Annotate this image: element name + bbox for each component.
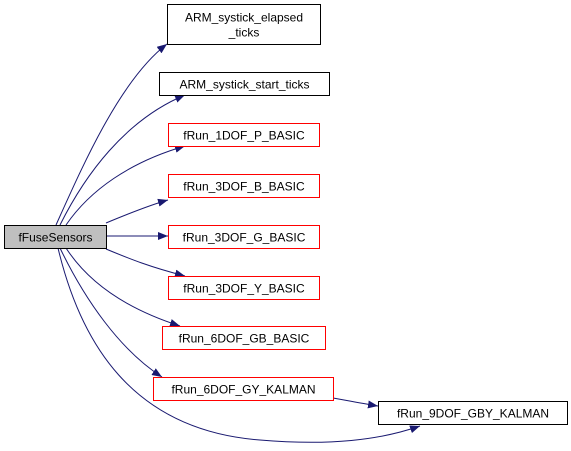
node-label: fRun_1DOF_P_BASIC (183, 129, 305, 143)
edge-fFuseSensors-to-ARM_systick_start_ticks (59, 94, 186, 226)
edge-fFuseSensors-to-fRun_6DOF_GY_KALMAN (59, 247, 163, 378)
node-label: fRun_9DOF_GBY_KALMAN (397, 407, 549, 421)
edge-fFuseSensors-to-fRun_3DOF_Y_BASIC (105, 248, 186, 278)
node-label: _ticks (228, 26, 260, 40)
node-fRun_3DOF_G_BASIC[interactable]: fRun_3DOF_G_BASIC (168, 225, 320, 249)
node-ARM_systick_elapsed_ticks[interactable]: ARM_systick_elapsed_ticks (167, 4, 321, 45)
node-box (153, 377, 334, 401)
node-box (168, 123, 320, 147)
node-box (168, 225, 320, 249)
edge-fFuseSensors-to-fRun_9DOF_GBY_KALMAN (57, 247, 421, 443)
node-ARM_systick_start_ticks[interactable]: ARM_systick_start_ticks (159, 72, 330, 96)
node-label: ARM_systick_elapsed (185, 11, 303, 25)
edge-fFuseSensors-to-fRun_1DOF_P_BASIC (65, 144, 186, 226)
node-fRun_6DOF_GB_BASIC[interactable]: fRun_6DOF_GB_BASIC (162, 326, 326, 350)
node-box (4, 225, 107, 249)
node-label: fRun_3DOF_G_BASIC (183, 231, 306, 245)
nodes-layer: fFuseSensorsARM_systick_elapsed_ticksARM… (4, 4, 568, 425)
node-fRun_9DOF_GBY_KALMAN[interactable]: fRun_9DOF_GBY_KALMAN (378, 401, 568, 425)
node-fRun_3DOF_B_BASIC[interactable]: fRun_3DOF_B_BASIC (168, 174, 320, 198)
node-fFuseSensors: fFuseSensors (4, 225, 107, 249)
node-label: fRun_3DOF_B_BASIC (183, 180, 305, 194)
node-box (378, 401, 568, 425)
node-label: fRun_6DOF_GY_KALMAN (171, 383, 315, 397)
node-box (162, 326, 326, 350)
node-label: fRun_3DOF_Y_BASIC (183, 282, 305, 296)
node-label: fRun_6DOF_GB_BASIC (179, 332, 310, 346)
edge-fFuseSensors-to-fRun_3DOF_B_BASIC (105, 198, 169, 224)
edge-fFuseSensors-to-fRun_6DOF_GB_BASIC (65, 247, 181, 327)
edge-fRun_6DOF_GY_KALMAN-to-fRun_9DOF_GBY_KALMAN (332, 397, 379, 409)
node-box (168, 276, 320, 300)
node-fRun_1DOF_P_BASIC[interactable]: fRun_1DOF_P_BASIC (168, 123, 320, 147)
node-label: ARM_systick_start_ticks (179, 78, 309, 92)
node-box (167, 4, 321, 45)
node-fRun_3DOF_Y_BASIC[interactable]: fRun_3DOF_Y_BASIC (168, 276, 320, 300)
node-fRun_6DOF_GY_KALMAN[interactable]: fRun_6DOF_GY_KALMAN (153, 377, 334, 401)
edge-fFuseSensors-to-ARM_systick_elapsed_ticks (55, 43, 168, 226)
node-box (159, 72, 330, 96)
node-box (168, 174, 320, 198)
node-label: fFuseSensors (18, 231, 92, 245)
edges-layer (55, 43, 421, 443)
